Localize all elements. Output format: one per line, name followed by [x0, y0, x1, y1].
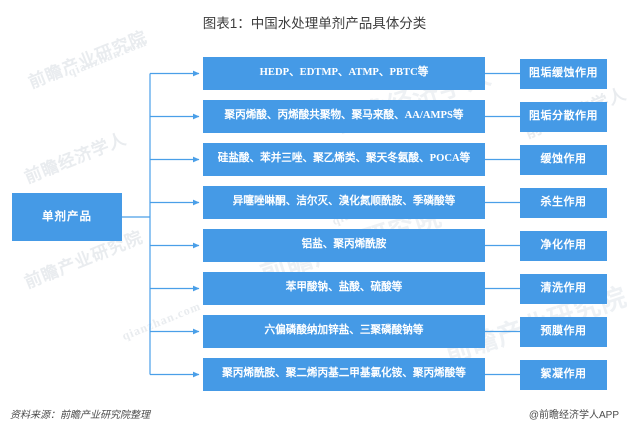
- product-node-8[interactable]: 聚丙烯酰胺、聚二烯丙基二甲基氯化铵、聚丙烯酸等: [203, 358, 485, 391]
- source-note: 资料来源：前瞻产业研究院整理: [10, 410, 150, 421]
- effect-node-5[interactable]: 净化作用: [520, 230, 607, 261]
- brand-watermark-label: @前瞻经济学人APP: [528, 410, 619, 421]
- effect-node-7[interactable]: 预膜作用: [520, 316, 607, 347]
- footer: 资料来源：前瞻产业研究院整理 @前瞻经济学人APP: [0, 406, 629, 422]
- product-node-4[interactable]: 异噻唑啉酮、洁尔灭、溴化氮顺酰胺、季磷酸等: [203, 186, 485, 219]
- effect-node-2[interactable]: 阻垢分散作用: [520, 101, 607, 132]
- product-node-2[interactable]: 聚丙烯酸、丙烯酸共聚物、聚马来酸、AA/AMPS等: [203, 100, 485, 133]
- product-node-5[interactable]: 铝盐、聚丙烯酰胺: [203, 229, 485, 262]
- product-node-6[interactable]: 苯甲酸钠、盐酸、硫酸等: [203, 272, 485, 305]
- product-node-3[interactable]: 硅盐酸、苯并三唑、聚乙烯类、聚天冬氨酸、POCA等: [203, 143, 485, 176]
- effect-node-3[interactable]: 缓蚀作用: [520, 144, 607, 175]
- product-node-1[interactable]: HEDP、EDTMP、ATMP、PBTC等: [203, 57, 485, 90]
- effect-node-1[interactable]: 阻垢缓蚀作用: [520, 58, 607, 89]
- page-title: 图表1：中国水处理单剂产品具体分类: [202, 16, 427, 31]
- effect-node-8[interactable]: 絮凝作用: [520, 359, 607, 390]
- effect-node-4[interactable]: 杀生作用: [520, 187, 607, 218]
- root-node-single-agent-product[interactable]: 单剂产品: [12, 193, 122, 241]
- product-node-7[interactable]: 六偏磷酸纳加锌盐、三聚磷酸钠等: [203, 315, 485, 348]
- effect-node-6[interactable]: 清洗作用: [520, 273, 607, 304]
